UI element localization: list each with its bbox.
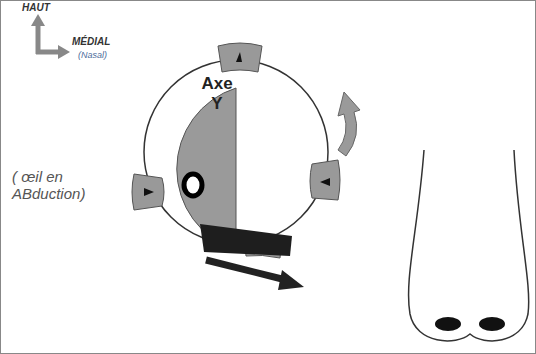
axis-name: Axe Y bbox=[194, 74, 240, 113]
axis-label: MÉDIAL bbox=[72, 36, 110, 48]
eye-state-note: ( œil en ABduction) bbox=[12, 168, 104, 203]
medial-muscle bbox=[310, 160, 340, 200]
pupil-ring bbox=[184, 174, 202, 196]
nose-figure bbox=[409, 150, 529, 341]
pull-arrow bbox=[206, 260, 304, 290]
axis-label: HAUT bbox=[22, 2, 50, 14]
oblique-muscle-band bbox=[200, 224, 292, 256]
rotation-arrow bbox=[338, 92, 360, 156]
superior-muscle bbox=[218, 43, 262, 72]
orientation-axes bbox=[31, 14, 70, 59]
axis-note: (Nasal) bbox=[78, 50, 107, 60]
lateral-muscle bbox=[132, 174, 164, 210]
